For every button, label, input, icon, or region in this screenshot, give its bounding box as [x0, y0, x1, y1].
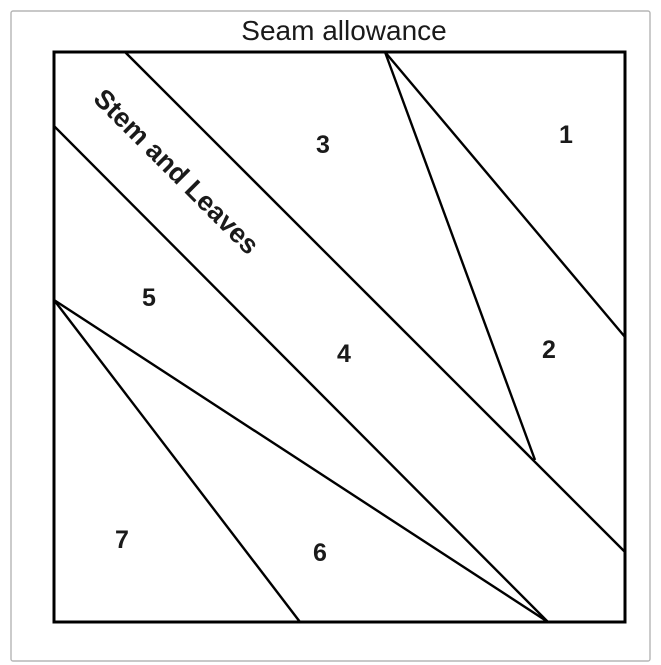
seam-allowance-border: [10, 10, 651, 662]
piece-number-3: 3: [316, 131, 330, 159]
seam-line-piece-1-2: [384, 51, 626, 338]
piece-number-7: 7: [115, 526, 129, 554]
seam-line-piece-5-6: [53, 298, 549, 624]
piece-number-4: 4: [337, 340, 351, 368]
piece-number-6: 6: [313, 539, 327, 567]
piece-number-1: 1: [559, 121, 573, 149]
piece-number-2: 2: [542, 336, 556, 364]
seam-line-stem-top: [124, 51, 626, 553]
seam-line-piece-6-7: [53, 299, 301, 623]
seam-line-piece-2-3: [383, 51, 537, 461]
seam-allowance-label: Seam allowance: [241, 15, 446, 46]
stem-label: Stem and Leaves: [88, 83, 265, 260]
seam-line-stem-bottom: [53, 125, 549, 623]
piece-number-5: 5: [142, 284, 156, 312]
